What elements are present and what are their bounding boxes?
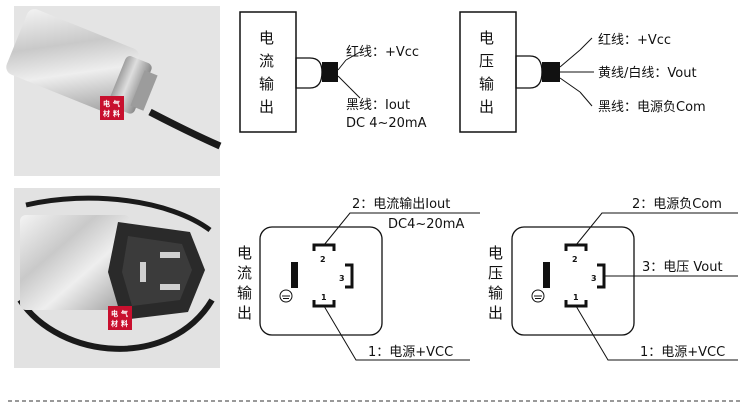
svg-text:出: 出 xyxy=(479,98,494,116)
svg-text:2: 2 xyxy=(320,255,326,264)
svg-text:输: 输 xyxy=(488,284,503,302)
current-output-cable-diagram: 电 流 输 出 红线：+Vcc 黑线：Iout DC 4~20mA xyxy=(239,11,427,133)
svg-text:2：电源负Com: 2：电源负Com xyxy=(632,197,722,212)
svg-text:1: 1 xyxy=(321,293,327,302)
svg-text:输: 输 xyxy=(479,75,494,93)
svg-text:料: 料 xyxy=(113,109,120,118)
svg-text:流: 流 xyxy=(259,52,274,70)
svg-text:输: 输 xyxy=(259,75,274,93)
svg-text:电: 电 xyxy=(237,244,252,262)
svg-text:红线：+Vcc: 红线：+Vcc xyxy=(346,44,419,60)
svg-text:电: 电 xyxy=(103,99,110,108)
sensor-cable-photo: 电 气 材 料 xyxy=(6,6,222,176)
svg-text:料: 料 xyxy=(121,319,128,328)
voltage-output-connector-diagram: 电 压 输 出 2 3 1 2：电源负Com 3：电压 Vout 1：电源+VC… xyxy=(488,197,738,361)
svg-text:DC 4~20mA: DC 4~20mA xyxy=(346,116,427,131)
watermark-stamp-2: 电 气 材 料 xyxy=(108,306,132,330)
svg-text:电: 电 xyxy=(488,244,503,262)
svg-text:3: 3 xyxy=(339,274,345,283)
svg-text:黄线/白线：Vout: 黄线/白线：Vout xyxy=(598,65,697,81)
svg-text:出: 出 xyxy=(488,304,503,322)
svg-text:流: 流 xyxy=(237,264,252,282)
current-output-connector-diagram: 电 流 输 出 2 3 1 2：电流输出Iout DC4~20mA 1：电源+V… xyxy=(237,196,480,361)
svg-text:2：电流输出Iout: 2：电流输出Iout xyxy=(352,196,450,212)
voltage-output-cable-diagram: 电 压 输 出 红线：+Vcc 黄线/白线：Vout 黑线：电源负Com xyxy=(459,11,706,133)
svg-text:压: 压 xyxy=(488,264,503,282)
svg-text:1：电源+VCC: 1：电源+VCC xyxy=(368,345,453,360)
svg-text:红线：+Vcc: 红线：+Vcc xyxy=(598,32,671,48)
svg-text:材: 材 xyxy=(110,319,118,328)
watermark-stamp: 电 气 材 料 xyxy=(100,96,124,120)
svg-text:输: 输 xyxy=(237,284,252,302)
svg-text:2: 2 xyxy=(572,255,578,264)
svg-text:材: 材 xyxy=(102,109,110,118)
svg-text:黑线：电源负Com: 黑线：电源负Com xyxy=(598,100,706,115)
svg-text:电: 电 xyxy=(479,29,494,47)
sensor-connector-photo: 电 气 材 料 xyxy=(14,188,220,368)
svg-text:出: 出 xyxy=(237,304,252,322)
svg-text:电: 电 xyxy=(259,29,274,47)
svg-text:黑线：Iout: 黑线：Iout xyxy=(346,98,410,113)
svg-text:气: 气 xyxy=(120,309,128,318)
svg-text:1: 1 xyxy=(573,293,579,302)
svg-text:气: 气 xyxy=(112,99,120,108)
svg-text:压: 压 xyxy=(479,52,494,70)
svg-text:3: 3 xyxy=(591,274,597,283)
svg-text:1：电源+VCC: 1：电源+VCC xyxy=(640,345,725,360)
svg-text:DC4~20mA: DC4~20mA xyxy=(388,217,464,232)
svg-text:出: 出 xyxy=(259,98,274,116)
svg-text:电: 电 xyxy=(111,309,118,318)
svg-text:3：电压 Vout: 3：电压 Vout xyxy=(642,260,723,275)
